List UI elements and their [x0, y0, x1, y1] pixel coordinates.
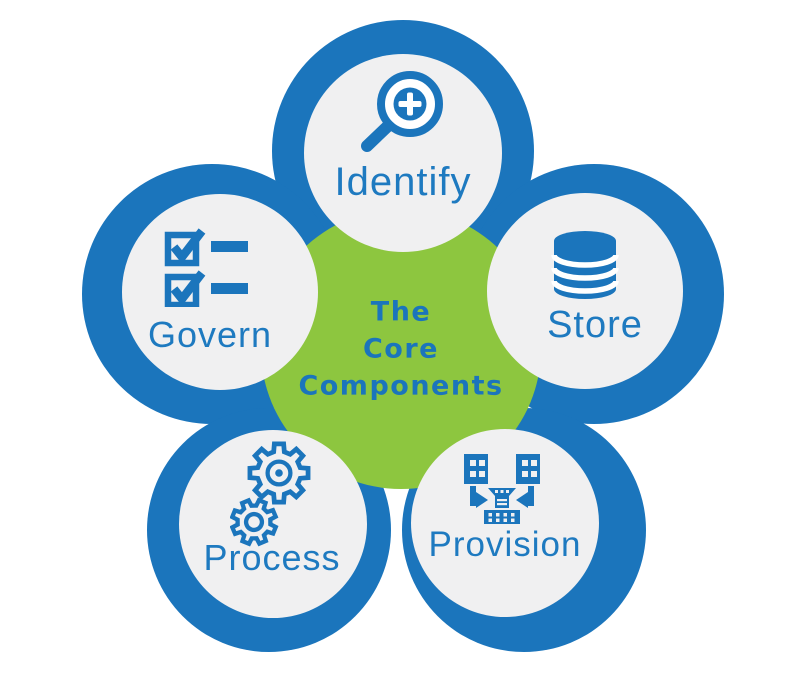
identify-label: Identify [334, 160, 472, 204]
checklist-icon [164, 228, 248, 307]
data-consolidation-icon [464, 454, 540, 524]
govern-label: Govern [147, 314, 273, 355]
provision-label: Provision [428, 525, 582, 564]
diagram-title-line-1: The [370, 296, 432, 328]
process-label: Process [203, 537, 341, 578]
diagram-title-line-3: Components [298, 370, 504, 402]
gears-icon [230, 441, 311, 547]
store-label: Store [547, 304, 643, 346]
diagram-title-line-2: Core [362, 333, 439, 365]
database-icon [551, 231, 619, 299]
magnifier-zoom-in-icon [361, 71, 443, 152]
diagram-title: The Core Components [298, 294, 503, 405]
